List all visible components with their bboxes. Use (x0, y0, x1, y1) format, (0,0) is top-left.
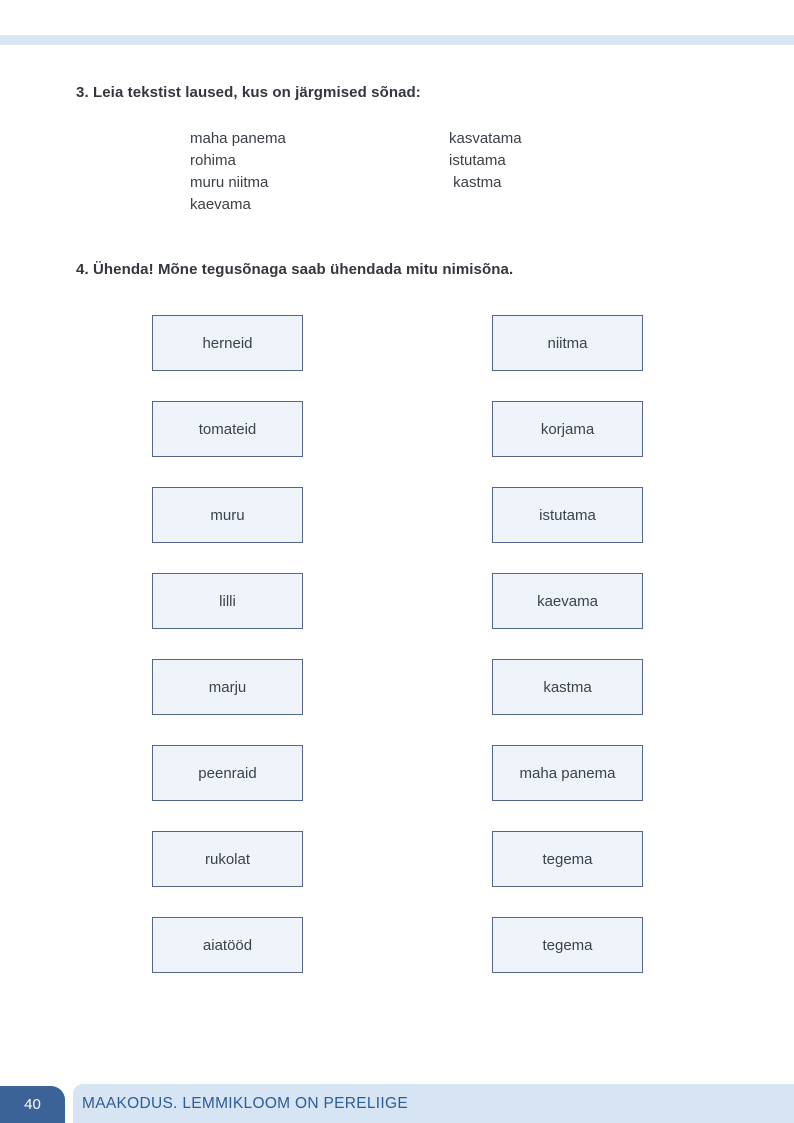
top-decor-strip (0, 35, 794, 45)
noun-box: tomateid (152, 401, 303, 457)
word-item: kaevama (190, 196, 251, 213)
verb-box: niitma (492, 315, 643, 371)
verb-box: tegema (492, 831, 643, 887)
exercise-3-word-list-right: kasvatama istutama kastma (449, 128, 522, 194)
word-item: muru niitma (190, 174, 269, 191)
verb-box: istutama (492, 487, 643, 543)
verb-box: korjama (492, 401, 643, 457)
noun-box: marju (152, 659, 303, 715)
word-item: istutama (449, 152, 506, 169)
exercise-4-noun-column: herneid tomateid muru lilli marju peenraid ruk… (152, 315, 303, 973)
exercise-4-heading: 4. Ühenda! Mõne tegusõnaga saab ühendada… (76, 261, 514, 278)
word-item: rohima (190, 152, 236, 169)
footer-bar: MAAKODUS. LEMMIKLOOM ON PERELIIGE (73, 1084, 794, 1123)
noun-box: rukolat (152, 831, 303, 887)
exercise-3-heading: 3. Leia tekstist laused, kus on järgmise… (76, 84, 421, 101)
footer-chapter-title: MAAKODUS. LEMMIKLOOM ON PERELIIGE (82, 1094, 408, 1112)
noun-box: lilli (152, 573, 303, 629)
word-item: kastma (449, 174, 502, 191)
word-item: kasvatama (449, 130, 522, 147)
noun-box: muru (152, 487, 303, 543)
word-item: maha panema (190, 130, 286, 147)
verb-box: maha panema (492, 745, 643, 801)
noun-box: peenraid (152, 745, 303, 801)
noun-box: herneid (152, 315, 303, 371)
exercise-3-word-list-left: maha panema rohima muru niitma kaevama (190, 128, 286, 216)
verb-box: kaevama (492, 573, 643, 629)
verb-box: tegema (492, 917, 643, 973)
noun-box: aiatööd (152, 917, 303, 973)
page-number-tab: 40 (0, 1086, 65, 1123)
verb-box: kastma (492, 659, 643, 715)
page-number: 40 (24, 1096, 41, 1113)
exercise-4-verb-column: niitma korjama istutama kaevama kastma maha p… (492, 315, 643, 973)
